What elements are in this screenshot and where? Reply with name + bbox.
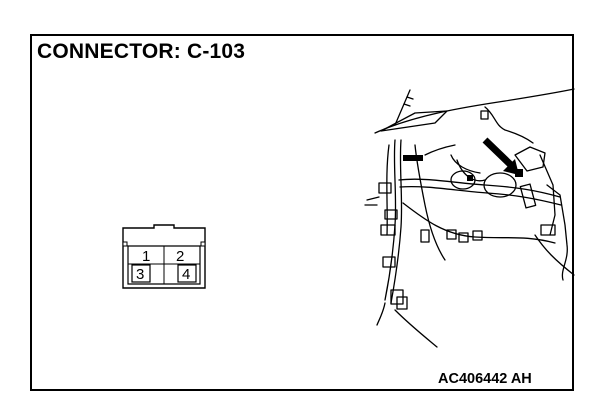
connector-title: CONNECTOR: C-103 [37,40,246,63]
upper-lead [394,89,411,126]
harness-branch [398,178,561,198]
pin-4-cavity [177,264,197,283]
connector-latch-right [200,241,206,247]
connector-block-a [378,182,392,194]
pin-3-label: 3 [136,266,144,283]
dashboard-lip [380,110,448,132]
hanging-lead [484,106,534,144]
pin-4-label: 4 [182,266,190,283]
pin-2-label: 2 [176,248,184,265]
dashboard-harness-illustration [364,88,575,348]
pin-3-cavity [131,264,151,283]
connector-latch-left [122,241,128,247]
figure-code: AC406442 AH [438,371,532,387]
connector-face-diagram: 1 2 3 4 [122,224,206,289]
pin-1-label: 1 [142,248,150,265]
pointer-arrow-icon [482,137,519,175]
dashboard-outline [374,88,575,134]
gauge-opening [483,172,517,198]
diagram-frame [30,34,574,391]
